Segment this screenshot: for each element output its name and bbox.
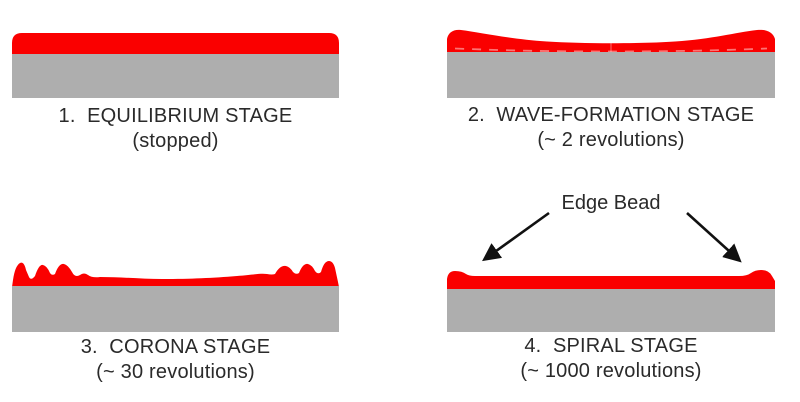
substrate-spiral	[447, 288, 775, 332]
stage-subtitle: (~ 30 revolutions)	[96, 361, 255, 383]
stage-subtitle: (~ 2 revolutions)	[537, 129, 685, 151]
wave-formation-caption: 2. WAVE-FORMATION STAGE (~ 2 revolutions…	[447, 103, 775, 153]
film-layer-equilibrium	[12, 33, 339, 54]
wave-dashed-highlight	[454, 47, 768, 53]
corona-caption: 3. CORONA STAGE (~ 30 revolutions)	[12, 335, 339, 385]
edge-bead-arrow-right	[686, 212, 742, 263]
substrate-equilibrium	[12, 54, 339, 98]
film-layer-corona	[12, 261, 339, 287]
stage-subtitle: (~ 1000 revolutions)	[520, 360, 702, 382]
spiral-stage-drawing	[447, 211, 775, 332]
equilibrium-stage-drawing	[12, 33, 339, 98]
film-layer-spiral-with-edge-beads	[447, 270, 775, 289]
stage-title: 1. EQUILIBRIUM STAGE	[58, 105, 293, 127]
substrate-corona	[12, 286, 339, 332]
substrate-wave	[447, 52, 775, 98]
spiral-caption: 4. SPIRAL STAGE (~ 1000 revolutions)	[447, 334, 775, 384]
edge-bead-arrow-left	[482, 211, 550, 262]
wave-formation-stage-drawing	[447, 29, 775, 98]
stage-title: 3. CORONA STAGE	[80, 336, 271, 358]
stage-title: 4. SPIRAL STAGE	[524, 335, 698, 357]
equilibrium-caption: 1. EQUILIBRIUM STAGE (stopped)	[12, 104, 339, 154]
stage-subtitle: (stopped)	[132, 130, 219, 152]
edge-bead-label: Edge Bead	[561, 192, 661, 214]
stage-title: 2. WAVE-FORMATION STAGE	[467, 104, 755, 126]
film-layer-wave	[447, 29, 775, 53]
corona-stage-drawing	[12, 261, 339, 332]
